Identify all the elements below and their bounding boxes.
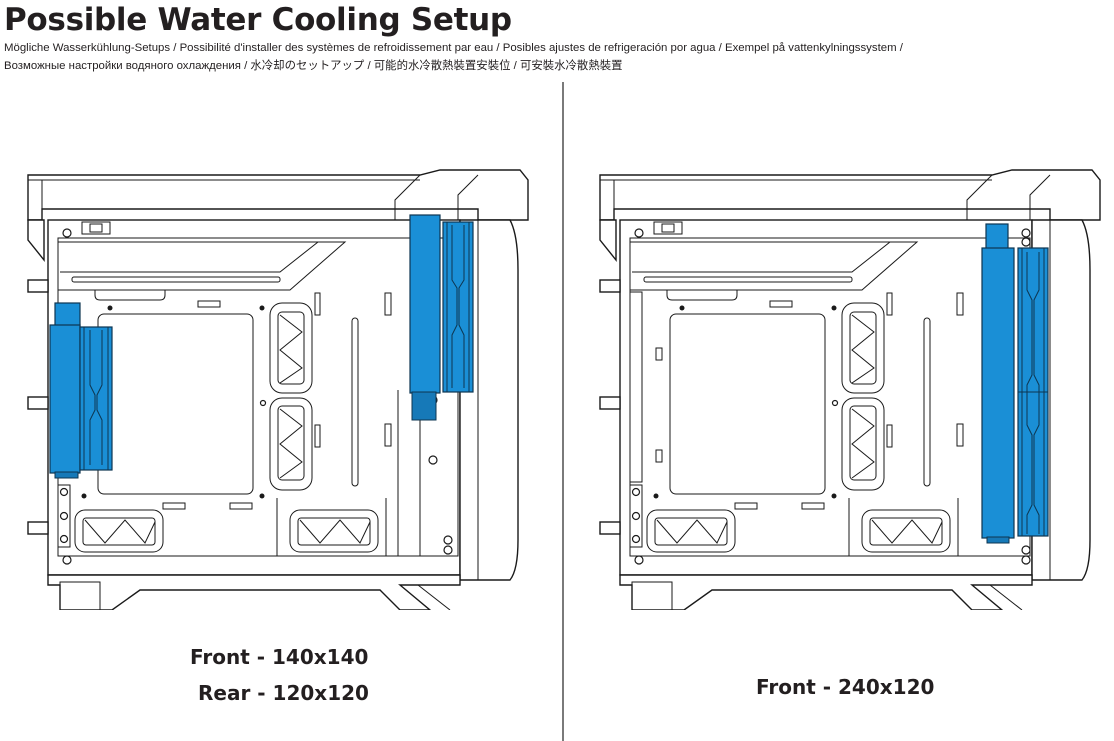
subtitle-translations-line-2: Возможные настройки водяного охлаждения … (4, 60, 623, 72)
page-title: Possible Water Cooling Setup (4, 2, 512, 38)
subtitle-translations-line-1: Mögliche Wasserkühlung-Setups / Possibil… (4, 42, 903, 54)
radiator-rear-120 (409, 214, 474, 421)
case-frame (27, 169, 529, 610)
case-diagram-setup-b (599, 169, 1101, 610)
case-diagram-setup-a (27, 169, 529, 610)
section-divider (562, 82, 564, 741)
caption-setup-b-front: Front - 240x120 (756, 675, 935, 699)
radiator-front-140 (49, 302, 113, 479)
radiator-front-240 (981, 223, 1049, 544)
caption-setup-a-rear: Rear - 120x120 (198, 681, 369, 705)
caption-setup-a-front: Front - 140x140 (190, 645, 369, 669)
